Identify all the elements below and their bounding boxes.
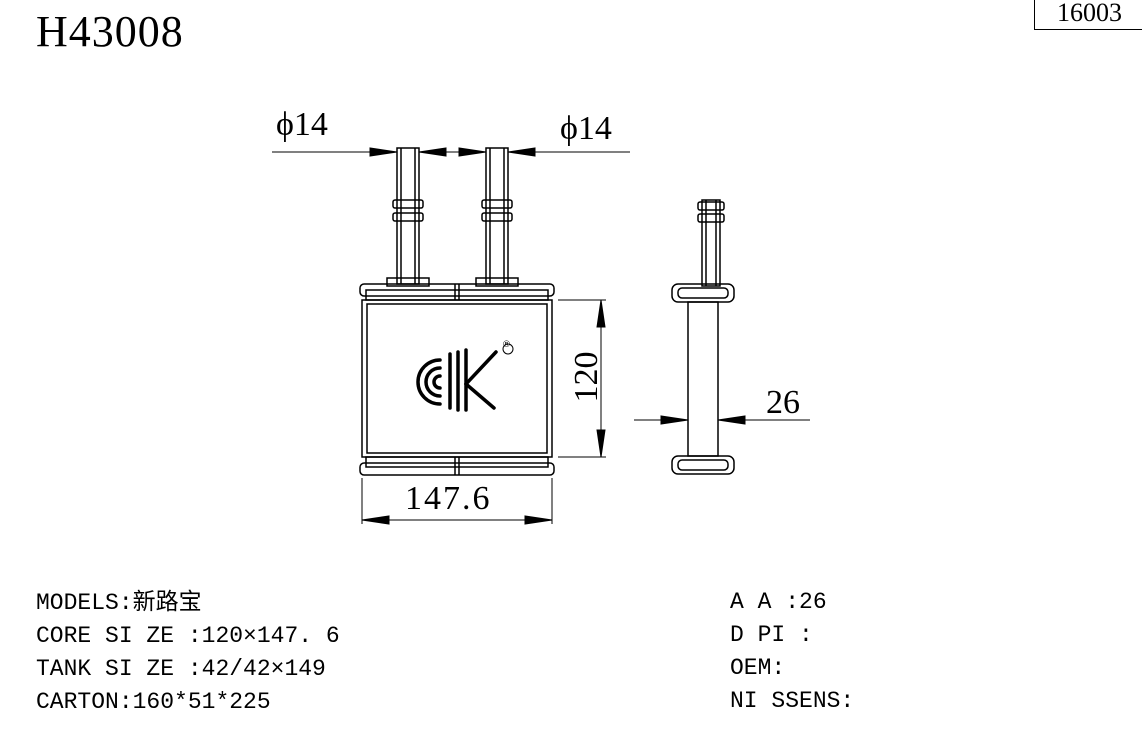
bottom-tank (359, 456, 555, 476)
specs-left: MODELS:新路宝 CORE SI ZE :120×147. 6 TANK S… (36, 586, 340, 719)
right-pipe (475, 147, 519, 287)
left-pipe (386, 147, 430, 287)
specs-right: A A :26 D PI : OEM: NI SSENS: (730, 586, 854, 718)
spec-models: MODELS:新路宝 (36, 589, 202, 616)
part-number: H43008 (36, 7, 184, 56)
ck-logo (416, 343, 514, 412)
dim-core-width (361, 478, 553, 525)
dim-label-core-width: 147.6 (405, 480, 492, 517)
spec-dpi: D PI : (730, 622, 813, 648)
dim-pipe-right (440, 147, 630, 157)
dim-pipe-left (272, 147, 465, 157)
side-view (671, 199, 735, 475)
dim-label-pipe-left: ϕ14 (276, 106, 328, 143)
dim-label-depth: 26 (766, 384, 800, 421)
spec-core-size: CORE SI ZE :120×147. 6 (36, 623, 340, 649)
dim-label-core-height: 120 (568, 351, 605, 403)
dim-core-height (558, 299, 606, 458)
spec-aa: A A :26 (730, 589, 827, 615)
spec-nissens: NI SSENS: (730, 688, 855, 714)
spec-tank-size: TANK SI ZE :42/42×149 (36, 656, 326, 682)
spec-carton: CARTON:160*51*225 (36, 689, 271, 715)
logo-registered-mark: ® (502, 340, 511, 350)
dim-label-pipe-right: ϕ14 (560, 110, 612, 147)
spec-oem: OEM: (730, 655, 786, 681)
dim-depth (634, 415, 810, 425)
reference-code: 16003 (1034, 0, 1142, 30)
